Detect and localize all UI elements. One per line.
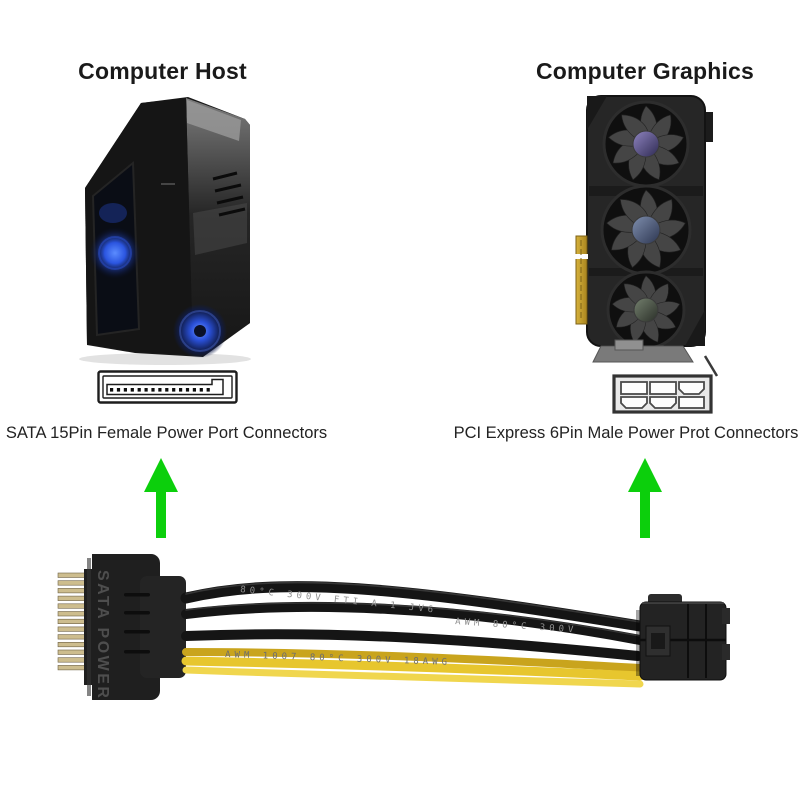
right-caption: PCI Express 6Pin Male Power Prot Connect… — [453, 424, 799, 442]
card-fan-bottom — [606, 270, 686, 350]
card-fan-middle — [600, 184, 692, 276]
window-glint — [99, 203, 127, 223]
left-caption: SATA 15Pin Female Power Port Connectors — [5, 424, 328, 442]
case-mid-trim — [193, 203, 247, 255]
sata-plug-label: SATA POWER — [94, 570, 111, 700]
case-vents — [212, 171, 246, 217]
card-tab — [703, 112, 713, 142]
right-title: Computer Graphics — [535, 58, 755, 84]
dvi-port — [614, 339, 644, 351]
sata-pins — [110, 388, 210, 392]
up-arrow-icon — [628, 458, 662, 538]
card-fan-top — [602, 100, 690, 188]
pcie-pin-cells — [620, 381, 705, 409]
graphics-card-image — [575, 95, 719, 377]
sata-port-diagram — [97, 370, 238, 404]
pcie-port-diagram — [612, 374, 713, 414]
pcie-6pin-plug — [636, 594, 730, 681]
adapter-cable-image: SATA POWER 80°C 300V FTI A 1 JV6 AWM 80°… — [57, 554, 730, 700]
case-shadow — [79, 353, 251, 365]
window-fan-glow — [89, 227, 141, 279]
computer-host-image — [79, 97, 251, 365]
up-arrow-icon — [144, 458, 178, 538]
cable-wires: 80°C 300V FTI A 1 JV6 AWM 80°C 300V AWM … — [180, 581, 646, 688]
left-title: Computer Host — [78, 58, 247, 84]
sata-power-plug: SATA POWER — [57, 554, 186, 700]
sata-pin-comb — [57, 572, 86, 671]
brand-mark — [161, 183, 175, 185]
case-top-trim — [187, 100, 241, 141]
plug-ridges — [124, 593, 150, 654]
